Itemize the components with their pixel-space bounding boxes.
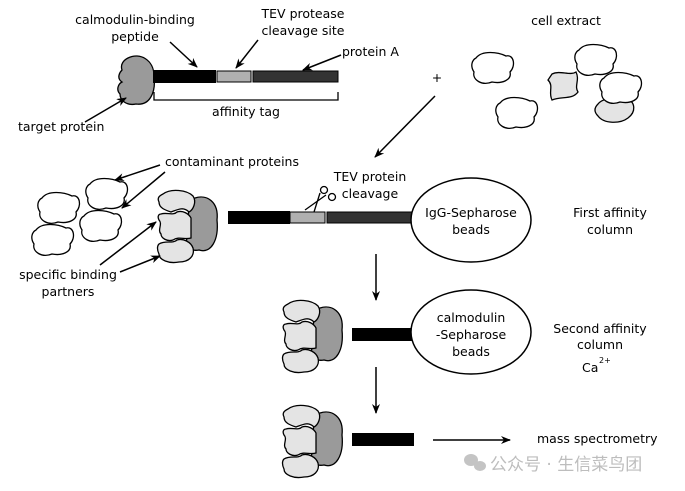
contaminant-arrow [114,164,161,181]
cbp-arrow [169,41,198,68]
tev-site-bar [216,70,252,83]
tev-site-bar [289,211,326,224]
cam-label-line2: -Sepharose [436,327,507,342]
mix-arrow [374,95,436,158]
target-protein-label: target protein [18,119,104,134]
protein-a-label: protein A [342,44,399,59]
partners-label-line1: specific binding [19,267,117,282]
partners-arrow [119,255,161,273]
scissors-icon [304,185,337,213]
calcium-charge: 2+ [599,356,611,365]
contaminant-proteins-label: contaminant proteins [165,154,299,169]
contaminant-arrow [121,171,166,209]
cbp-label-line1: calmodulin-binding [75,12,195,27]
igg-label-line1: IgG-Sepharose [425,205,517,220]
calcium-label: Ca [582,360,598,375]
tev-site-arrow [235,39,259,69]
contaminant-protein [85,177,129,210]
cell-extract-protein [599,71,643,104]
first-column-label-line1: First affinity [573,205,647,220]
target-protein-shape [117,55,156,106]
cam-label-line3: beads [452,344,490,359]
igg-label-line2: beads [452,222,490,237]
protein-a-bar [326,211,414,224]
watermark: 公众号 · 生信菜鸟团 [490,455,642,475]
partners-arrow [99,221,157,266]
calmodulin-binding-peptide-bar [228,211,290,224]
second-column-label-line1: Second affinity [553,321,647,336]
contaminant-protein [79,209,123,242]
cam-label-line1: calmodulin [437,310,506,325]
cell-extract-protein [495,96,539,129]
plus-sign: + [432,70,442,85]
contaminant-protein [37,191,81,224]
cell-extract-label: cell extract [531,13,601,28]
calmodulin-binding-peptide-bar [153,70,216,83]
affinity-tag-label: affinity tag [212,104,280,119]
tev-site-label-line2: cleavage site [262,23,345,38]
cell-extract-partner [547,71,579,101]
tev-cleavage-label-line1: TEV protein [333,169,407,184]
cell-extract-protein [471,51,515,84]
cbp-label-line2: peptide [111,29,159,44]
protein-a-bar [252,70,339,83]
mass-spectrometry-label: mass spectrometry [537,431,658,446]
protein-complex [281,404,343,479]
protein-a-arrow [302,54,342,71]
target-protein-arrow [84,97,127,123]
protein-complex [156,189,218,264]
calmodulin-binding-peptide-bar [352,328,412,341]
calmodulin-sepharose-beads [410,289,532,375]
first-column-label-line2: column [587,222,633,237]
partners-label-line2: partners [42,284,95,299]
igg-sepharose-beads [410,177,532,263]
wechat-icon [464,454,486,471]
calmodulin-binding-peptide-bar [352,433,414,446]
second-column-label-line2: column [577,337,623,352]
cell-extract-protein [574,43,618,76]
contaminant-protein [31,223,75,256]
protein-complex [281,299,343,374]
affinity-tag-bracket [153,92,339,101]
tev-site-label-line1: TEV protease [261,6,345,21]
tev-cleavage-label-line2: cleavage [342,186,399,201]
